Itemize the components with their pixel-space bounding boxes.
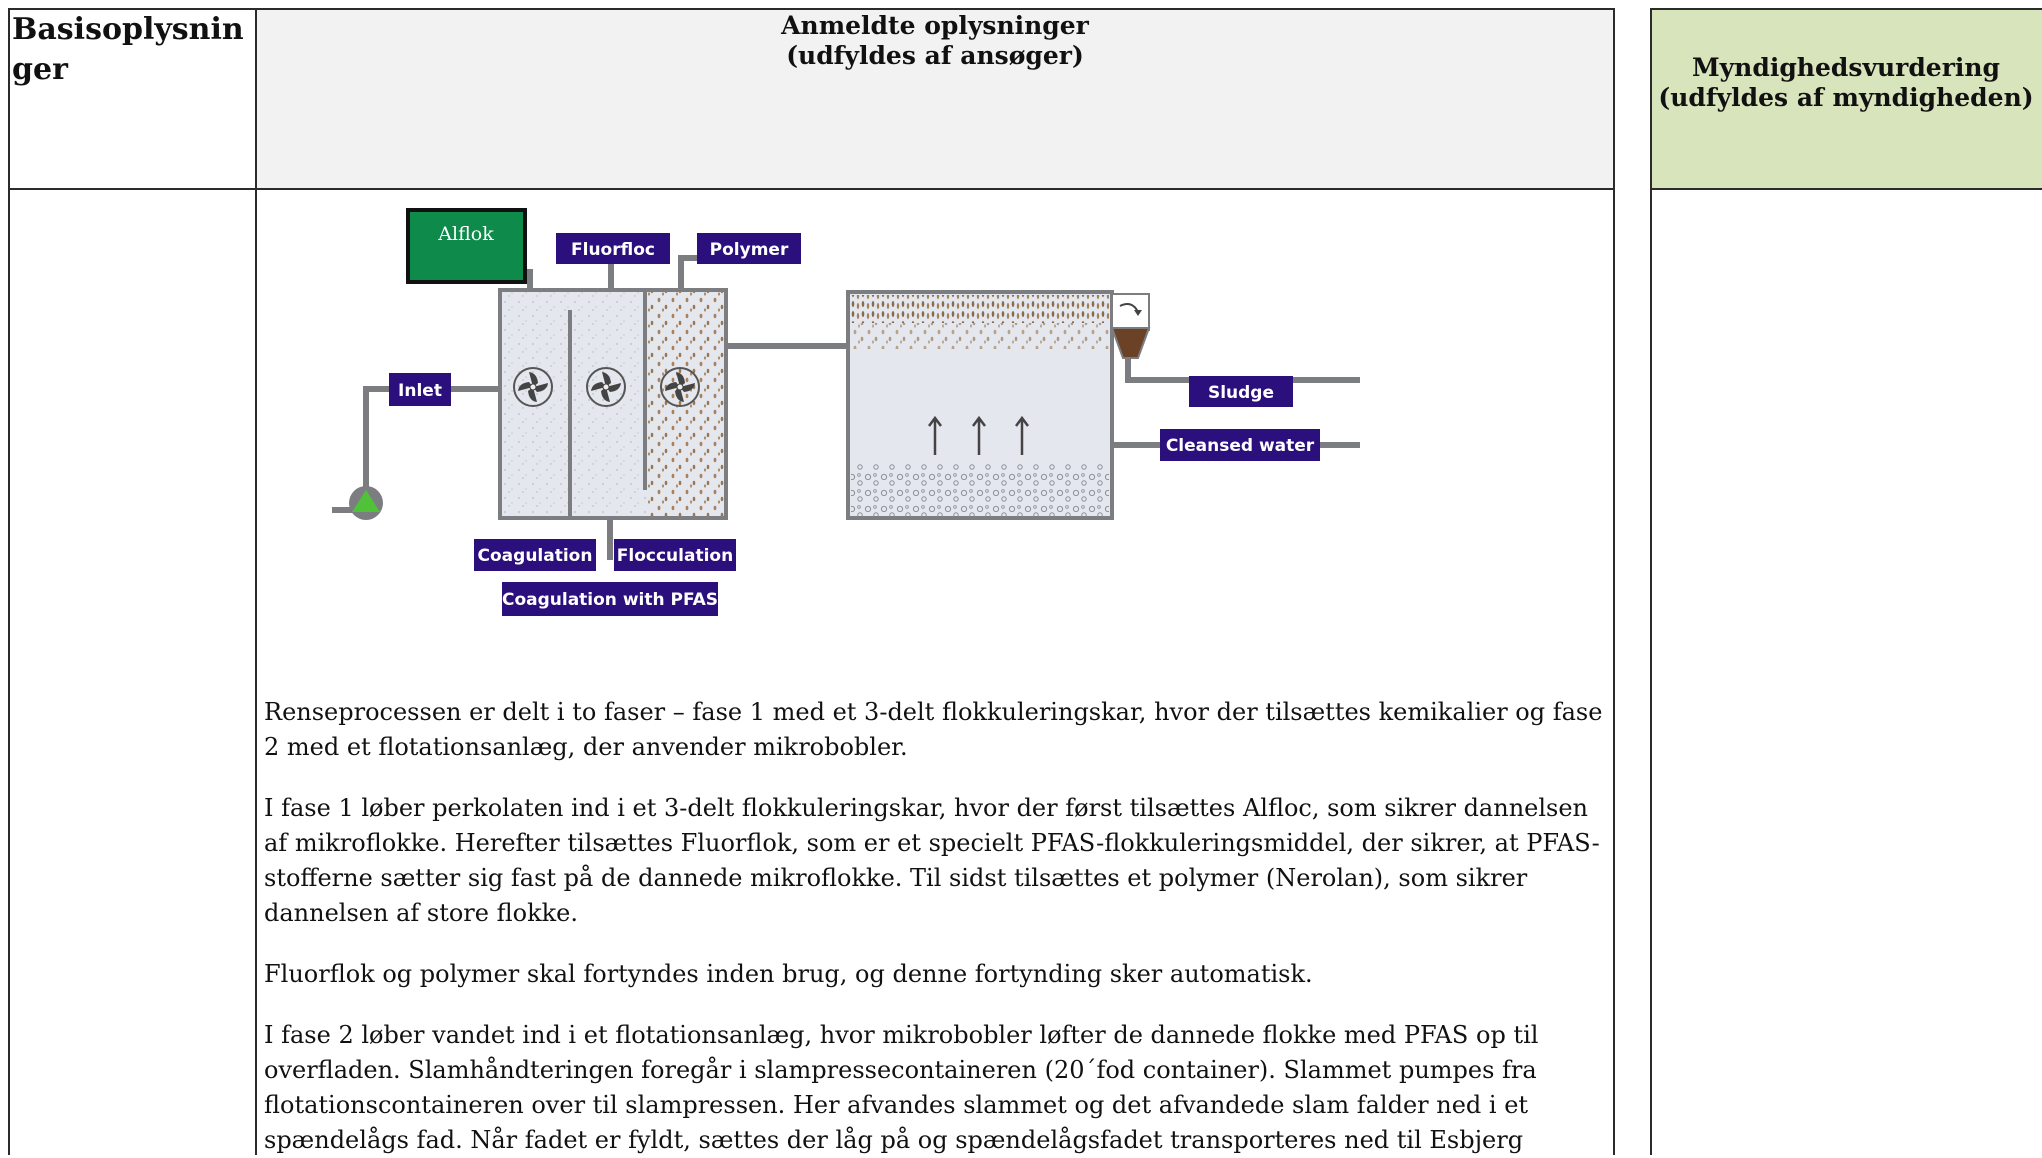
sludge-label: Sludge xyxy=(1208,383,1274,403)
arrow-up-icon xyxy=(1015,415,1029,455)
paragraph-process-overview: Renseprocessen er delt i to faser – fase… xyxy=(264,698,1603,761)
table-border-left xyxy=(8,8,10,1155)
polymer-feed-pipe xyxy=(678,255,697,290)
inlet-tag: Inlet xyxy=(389,373,451,406)
paragraph-dilution: Fluorflok og polymer skal fortyndes inde… xyxy=(264,960,1313,988)
coagulation-pfas-tag: Coagulation with PFAS xyxy=(502,582,718,616)
table-border-top-right xyxy=(1650,8,2042,10)
pump-icon xyxy=(349,486,383,520)
polymer-tag: Polymer xyxy=(697,233,801,264)
flotation-tank xyxy=(846,290,1114,520)
authority-assessment-header: Myndighedsvurdering (udfyldes af myndigh… xyxy=(1652,53,2040,113)
authority-assessment-subtitle: (udfyldes af myndigheden) xyxy=(1658,83,2034,112)
authority-column-header-bg xyxy=(1650,8,2042,188)
declared-info-header: Anmeldte oplysninger (udfyldes af ansøge… xyxy=(257,11,1613,71)
mixer-fan-icon xyxy=(586,367,626,407)
authority-assessment-title: Myndighedsvurdering xyxy=(1691,53,2001,82)
process-diagram: Alflok Fluorfloc Polymer Inlet Sludge Cl… xyxy=(332,208,1360,616)
header-row-bottom xyxy=(8,188,1614,190)
basis-header: Basisoplysninger xyxy=(12,12,244,87)
mixer-fan-icon xyxy=(513,367,553,407)
header-row-bottom-right xyxy=(1650,188,2042,190)
coagulation-tag: Coagulation xyxy=(474,539,596,571)
arrow-up-icon xyxy=(928,415,942,455)
coagulation-label: Coagulation xyxy=(478,546,593,566)
arrow-up-icon xyxy=(972,415,986,455)
sludge-tag: Sludge xyxy=(1189,376,1293,407)
fluorfloc-label: Fluorfloc xyxy=(571,240,655,260)
coagulation-pfas-label: Coagulation with PFAS xyxy=(502,590,718,610)
table-divider-right xyxy=(1650,8,1652,1155)
flocculation-label: Flocculation xyxy=(617,546,733,566)
header-center-bg xyxy=(256,8,1614,188)
alflok-label: Alflok xyxy=(437,223,494,245)
table-divider-basis xyxy=(255,8,257,1155)
table-divider-center xyxy=(1613,8,1615,1155)
flocculation-tag: Flocculation xyxy=(614,539,736,571)
declared-info-subtitle: (udfyldes af ansøger) xyxy=(786,41,1084,70)
inlet-label: Inlet xyxy=(398,381,442,401)
paragraph-phase-1: I fase 1 løber perkolaten ind i et 3-del… xyxy=(264,794,1600,927)
sludge-pipe xyxy=(1125,312,1360,383)
mixer-fan-icon xyxy=(660,367,700,407)
paragraph-phase-2: I fase 2 løber vandet ind i et flotation… xyxy=(264,1021,1539,1154)
table-border-top xyxy=(8,8,1614,10)
polymer-label: Polymer xyxy=(710,240,789,260)
fluorfloc-tag: Fluorfloc xyxy=(556,233,670,264)
declared-info-title: Anmeldte oplysninger xyxy=(781,11,1089,40)
sludge-hopper xyxy=(1110,293,1151,359)
alflok-dosing-unit: Alflok xyxy=(406,208,527,284)
cleansed-water-label: Cleansed water xyxy=(1166,436,1315,456)
cleansed-water-tag: Cleansed water xyxy=(1160,429,1320,461)
